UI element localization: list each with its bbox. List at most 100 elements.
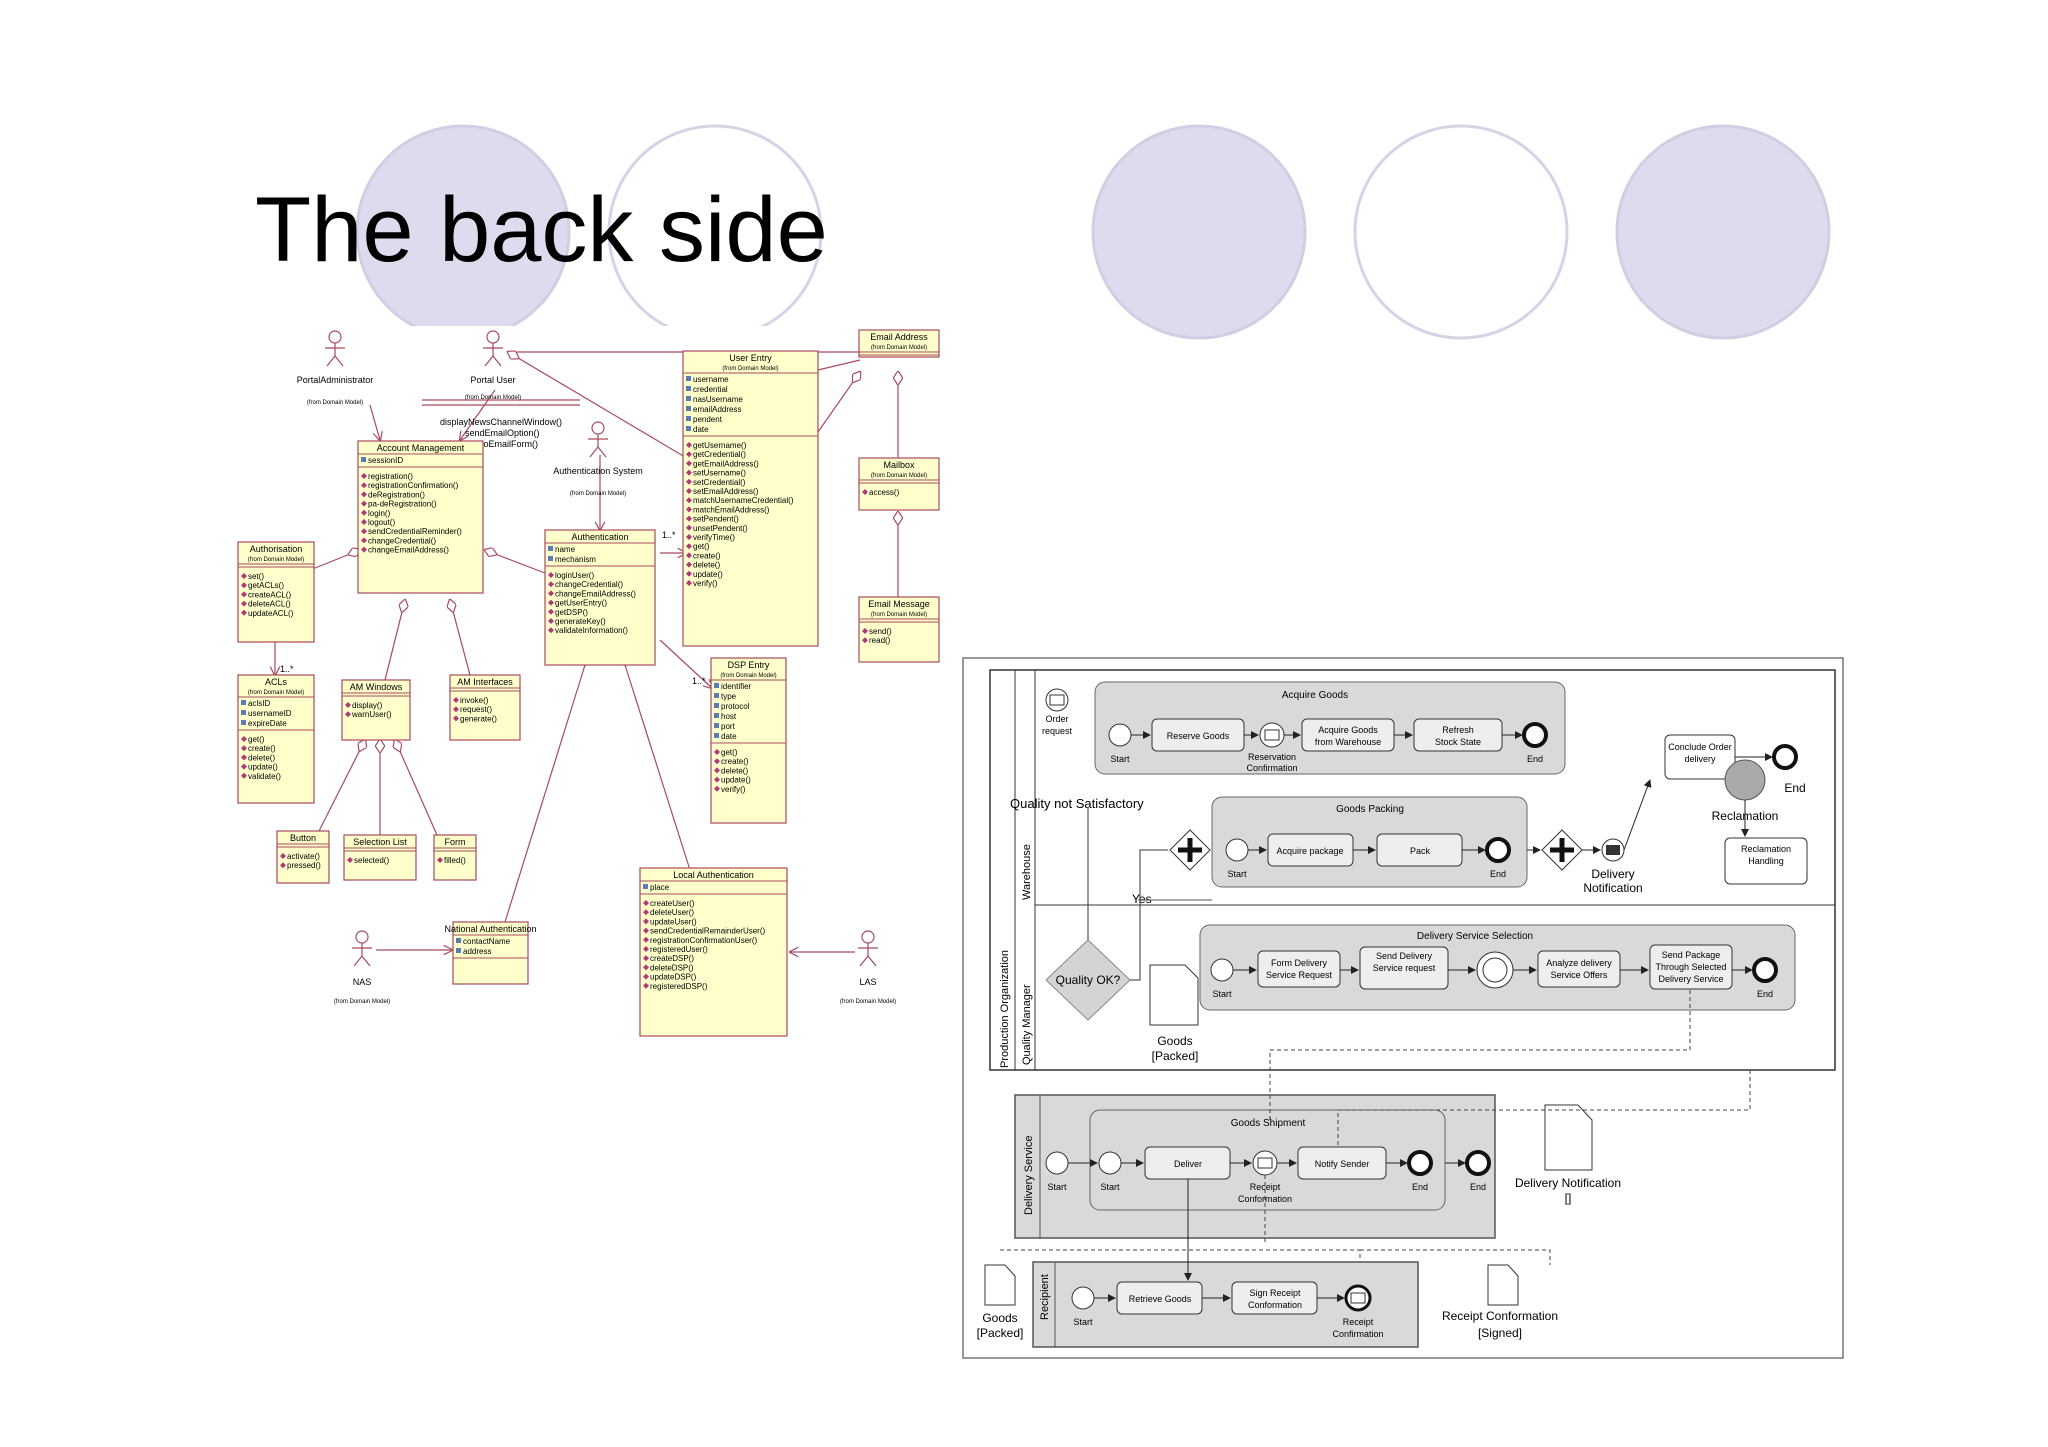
task-send-package: Send Package <box>1662 950 1721 960</box>
uml-operation: deRegistration() <box>368 490 425 499</box>
uml-attribute: aclsID <box>248 699 270 708</box>
start-label: Start <box>1073 1317 1093 1327</box>
actor-nas: NAS <box>353 977 372 987</box>
uml-class-from: (from Domain Model) <box>871 612 927 618</box>
uml-class-mailbox: Mailbox(from Domain Model)access() <box>858 457 940 511</box>
quality-ok-gateway: Quality OK? <box>1056 973 1121 987</box>
attribute-icon <box>714 733 719 738</box>
operation-icon <box>345 702 351 708</box>
uml-operation: send() <box>869 627 892 636</box>
message-label: Receipt <box>1250 1182 1281 1192</box>
task-refresh-stock-line2: Stock State <box>1435 737 1481 747</box>
uml-operation: setUsername() <box>693 469 746 478</box>
operation-icon <box>862 628 868 634</box>
uml-operation: getUsername() <box>693 441 747 450</box>
uml-operation: get() <box>248 735 265 744</box>
operation-icon <box>643 964 649 971</box>
uml-class-from: (from Domain Model) <box>248 557 304 563</box>
goods-packed-bottom-label-2: [Packed] <box>977 1326 1024 1340</box>
attribute-icon <box>548 556 553 561</box>
task-form-delivery-line2: Service Request <box>1266 970 1333 980</box>
uml-attribute: name <box>555 545 576 554</box>
operation-icon <box>361 509 367 516</box>
operation-icon <box>686 460 692 467</box>
uml-class-name: Form <box>445 837 466 847</box>
uml-operation: updateUser() <box>650 917 697 926</box>
multiplicity-label: 1..* <box>692 676 706 686</box>
operation-icon <box>686 488 692 494</box>
uml-class-email-address: Email Address(from Domain Model) <box>858 329 940 358</box>
operation-icon <box>548 599 554 606</box>
uml-operation: delete() <box>721 766 748 775</box>
end-label: End <box>1470 1182 1486 1192</box>
operation-icon <box>686 570 692 577</box>
uml-operation: deleteDSP() <box>650 963 694 972</box>
uml-class-name: AM Windows <box>350 682 403 692</box>
operation-icon <box>686 515 692 522</box>
uml-operation: getCredential() <box>693 450 746 459</box>
uml-operation: createDSP() <box>650 954 694 963</box>
operation-icon <box>643 936 649 943</box>
actor-las-from: (from Domain Model) <box>840 999 896 1005</box>
operation-icon <box>241 609 247 616</box>
task-analyze-delivery: Analyze delivery <box>1546 958 1612 968</box>
uml-attribute: nasUsername <box>693 395 743 404</box>
operation-icon <box>241 582 247 589</box>
task-send-package-line2: Through Selected <box>1655 962 1726 972</box>
operation-icon <box>714 767 720 774</box>
uml-operation: sendCredentialReminder() <box>368 527 462 536</box>
uml-attribute: date <box>721 732 737 741</box>
uml-operation: request() <box>460 705 492 714</box>
uml-operation: changeCredential() <box>555 580 623 589</box>
uml-operation: create() <box>693 551 721 560</box>
operation-icon <box>643 946 649 952</box>
operation-icon <box>643 900 649 906</box>
uml-operation: setEmailAddress() <box>693 487 759 496</box>
uml-attribute: pendent <box>693 415 723 424</box>
uml-class-name: Email Message <box>868 599 930 609</box>
uml-attribute: place <box>650 883 670 892</box>
uml-operation: selected() <box>354 856 389 865</box>
receipt-conformation-label-2: [Signed] <box>1478 1326 1522 1340</box>
uml-class-name: Authentication <box>571 532 628 542</box>
end-label: End <box>1784 781 1805 795</box>
operation-icon <box>548 627 554 634</box>
uml-class-name: User Entry <box>729 353 772 363</box>
uml-operation: warnUser() <box>351 710 392 719</box>
task-analyze-delivery-line2: Service Offers <box>1551 970 1608 980</box>
task-acquire-package: Acquire package <box>1276 846 1343 856</box>
operation-icon <box>643 973 649 980</box>
uml-class-from: (from Domain Model) <box>871 345 927 351</box>
operation-icon <box>241 772 247 779</box>
task-form-delivery: Form Delivery <box>1271 958 1328 968</box>
start-label: Start <box>1100 1182 1120 1192</box>
uml-operation: login() <box>368 509 391 518</box>
actor-authentication-system: Authentication System <box>553 466 643 476</box>
uml-operation: changeEmailAddress() <box>368 546 449 555</box>
uml-class-account-management: Account ManagementsessionIDregistration(… <box>357 440 484 594</box>
operation-icon <box>548 572 554 578</box>
portal-user-op: displayNewsChannelWindow() <box>440 417 562 427</box>
operation-icon <box>453 715 459 722</box>
operation-icon <box>686 442 692 448</box>
uml-operation: updateDSP() <box>650 973 697 982</box>
multiplicity-label: 1..* <box>280 664 294 674</box>
uml-attribute: usernameID <box>248 709 292 718</box>
task-acquire-goods-line2: from Warehouse <box>1315 737 1381 747</box>
operation-icon <box>643 955 649 962</box>
uml-class-authorisation: Authorisation(from Domain Model)set()get… <box>237 541 315 643</box>
uml-class-name: National Authentication <box>444 924 536 934</box>
uml-operation: getUserEntry() <box>555 599 607 608</box>
uml-operation: registeredUser() <box>650 945 708 954</box>
task-conclude-order: Conclude Order <box>1668 742 1732 752</box>
operation-icon <box>361 519 367 525</box>
uml-operation: invoke() <box>460 696 489 705</box>
uml-operation: delete() <box>248 753 275 762</box>
task-deliver: Deliver <box>1174 1159 1202 1169</box>
lane-quality: Quality Manager <box>1021 984 1033 1065</box>
uml-class-name: Button <box>290 833 316 843</box>
attribute-icon <box>548 546 553 551</box>
attribute-icon <box>456 938 461 943</box>
